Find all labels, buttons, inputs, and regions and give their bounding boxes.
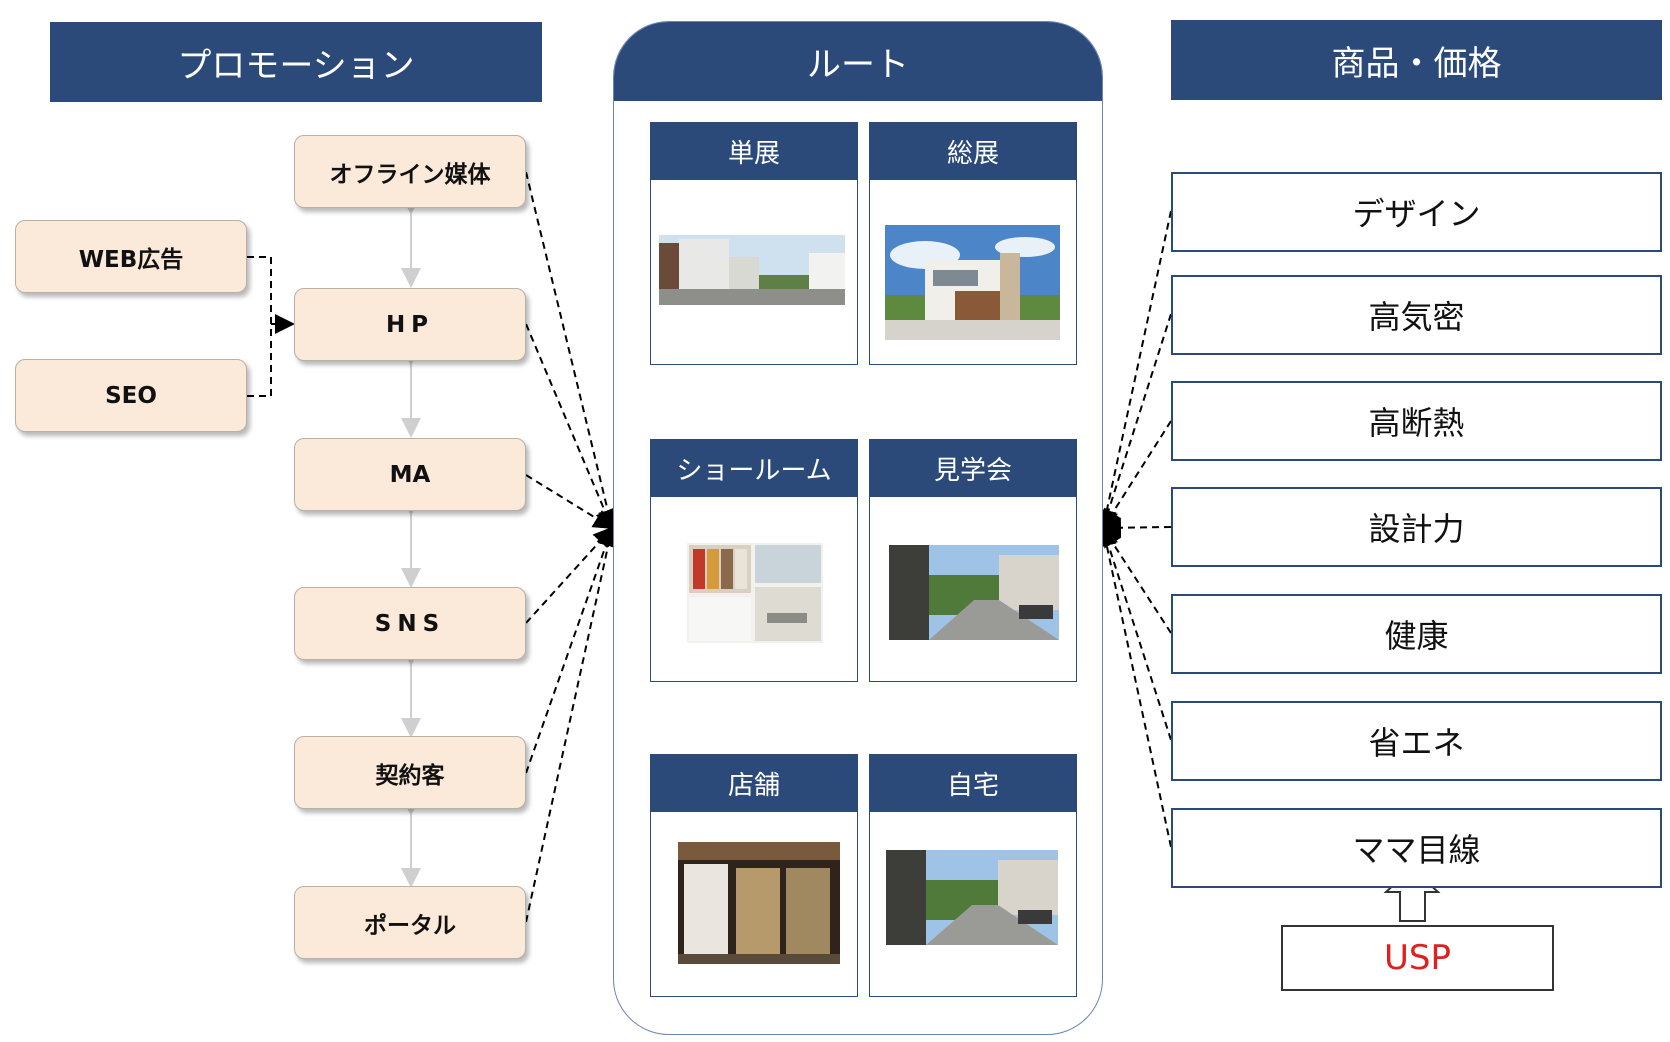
showroom-photo (687, 543, 823, 643)
promo-box-hp: HP (294, 288, 526, 361)
product-price-header: 商品・価格 (1171, 20, 1662, 100)
promo-box-portal: ポータル (294, 886, 526, 959)
route-card-label: 店舗 (727, 771, 780, 801)
promo-label-web-ad: WEB広告 (78, 246, 184, 273)
route-card-title: 単展 (651, 123, 857, 180)
feature-label-energy-saving: 省エネ (1368, 724, 1465, 762)
route-header-label: ルート (807, 45, 909, 85)
route-panel: ルート 単展 総展 (613, 21, 1103, 1035)
feature-label-insulation: 高断熱 (1368, 404, 1465, 442)
promo-label-offline-media: オフライン媒体 (329, 161, 491, 188)
route-card-label: 総展 (946, 139, 999, 169)
route-card-label: ショールーム (676, 456, 832, 486)
feature-box-energy-saving: 省エネ (1171, 701, 1662, 781)
residential-street-photo (886, 850, 1058, 945)
usp-box: USP (1281, 925, 1554, 991)
feature-box-health: 健康 (1171, 594, 1662, 674)
feature-label-mom-perspective: ママ目線 (1352, 831, 1481, 869)
route-card-store: 店舗 (650, 754, 858, 997)
feature-label-design-capability: 設計力 (1368, 510, 1465, 548)
route-header: ルート (614, 22, 1102, 101)
promo-to-route-lines (525, 171, 618, 923)
route-card-title: 見学会 (870, 440, 1076, 497)
route-card-label: 自宅 (946, 771, 999, 801)
route-card-home: 自宅 (869, 754, 1077, 997)
route-card-label: 見学会 (933, 456, 1012, 486)
route-card-title: 総展 (870, 123, 1076, 180)
feature-to-route-lines (1096, 210, 1172, 848)
route-card-title: 店舗 (651, 755, 857, 812)
promo-label-portal: ポータル (364, 912, 456, 939)
promo-label-ma: MA (389, 461, 431, 488)
promo-label-contract-customer: 契約客 (375, 762, 445, 789)
feature-box-insulation: 高断熱 (1171, 381, 1662, 461)
store-front-photo (678, 842, 840, 964)
promo-box-ma: MA (294, 438, 526, 511)
promotion-header: プロモーション (50, 22, 542, 102)
promo-box-sns: SNS (294, 587, 526, 660)
feature-label-health: 健康 (1384, 617, 1449, 655)
promo-box-contract-customer: 契約客 (294, 736, 526, 809)
feature-label-airtightness: 高気密 (1368, 298, 1465, 336)
promo-label-sns: SNS (374, 610, 446, 637)
model-house-photo (885, 225, 1060, 340)
feature-box-airtightness: 高気密 (1171, 275, 1662, 355)
feature-box-design-capability: 設計力 (1171, 487, 1662, 567)
feature-box-design: デザイン (1171, 172, 1662, 252)
route-card-open-house: 見学会 (869, 439, 1077, 682)
usp-label: USP (1384, 938, 1451, 978)
promo-label-hp: HP (385, 311, 435, 338)
route-card-label: 単展 (727, 139, 780, 169)
product-price-header-label: 商品・価格 (1331, 43, 1502, 84)
feature-label-design: デザイン (1352, 195, 1481, 233)
promotion-header-label: プロモーション (177, 45, 415, 86)
route-card-showroom: ショールーム (650, 439, 858, 682)
promo-label-seo: SEO (105, 382, 157, 409)
route-card-title: ショールーム (651, 440, 857, 497)
route-card-general-exhibition: 総展 (869, 122, 1077, 365)
source-arrows (247, 256, 295, 397)
model-house-street-photo (659, 235, 845, 305)
promo-box-offline-media: オフライン媒体 (294, 135, 526, 208)
residential-street-photo (889, 545, 1059, 640)
promo-box-web-ad: WEB広告 (15, 220, 247, 293)
feature-box-mom-perspective: ママ目線 (1171, 808, 1662, 888)
route-card-single-exhibition: 単展 (650, 122, 858, 365)
route-card-title: 自宅 (870, 755, 1076, 812)
promo-box-seo: SEO (15, 359, 247, 432)
